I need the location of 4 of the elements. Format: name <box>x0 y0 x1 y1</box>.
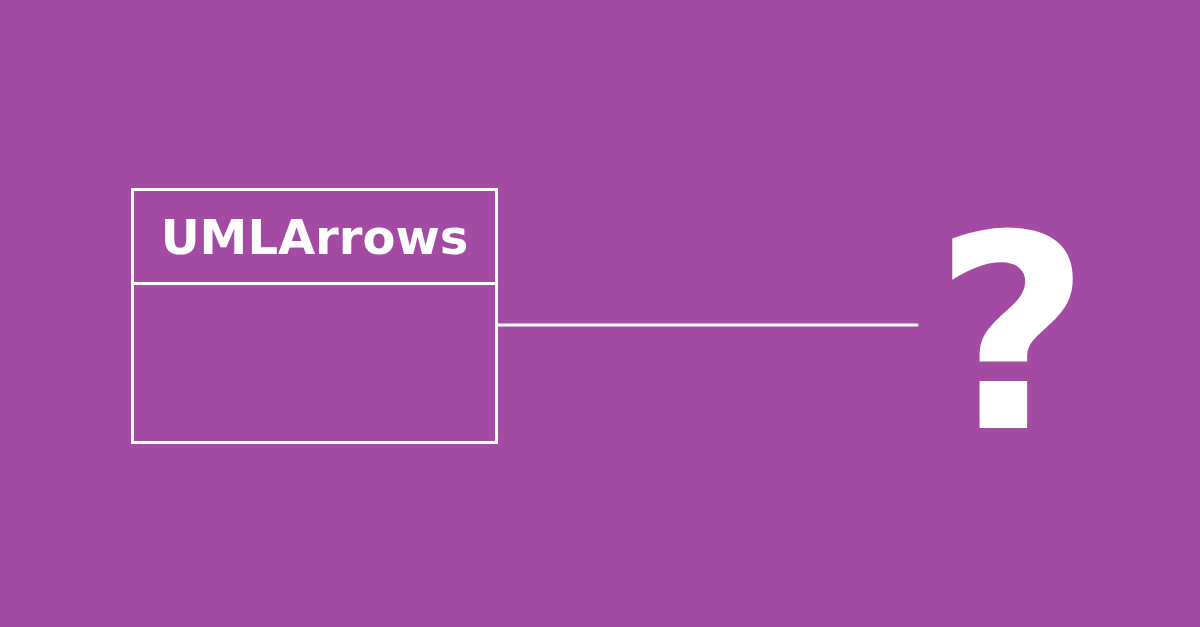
class-name: UMLArrows <box>160 208 469 265</box>
question-mark: ? <box>933 200 1091 470</box>
class-box <box>131 188 498 444</box>
connector-line <box>496 323 919 327</box>
